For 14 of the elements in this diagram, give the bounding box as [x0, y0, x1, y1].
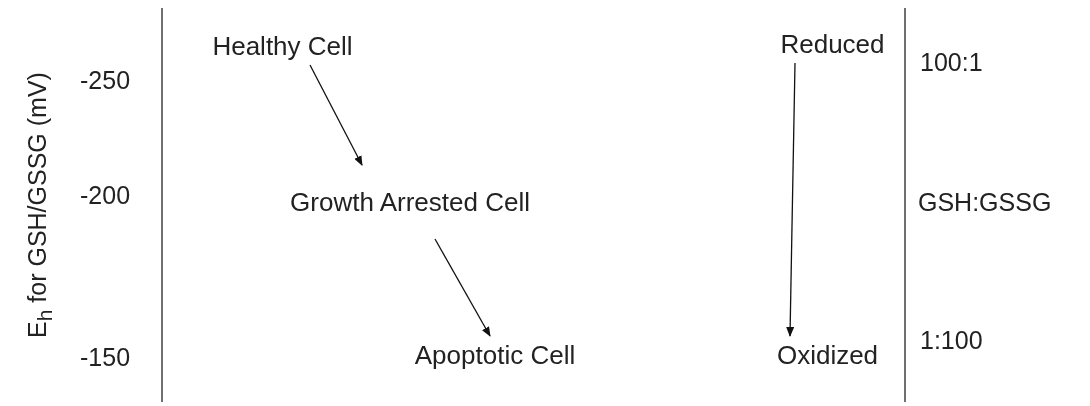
tick-value: -200	[80, 180, 131, 210]
arrow	[786, 62, 796, 337]
node-label: Reduced	[770, 25, 895, 63]
ratio-label: 1:100	[920, 325, 983, 355]
ratio-label: GSH:GSSG	[918, 187, 1052, 217]
node-label: Apoptotic Cell	[365, 336, 625, 374]
arrow	[434, 238, 491, 337]
node-label: Oxidized	[765, 336, 890, 374]
tick-value: -150	[80, 342, 131, 372]
arrow	[309, 64, 363, 166]
node-label: Healthy Cell	[195, 27, 370, 65]
ratio-label: 100:1	[920, 47, 983, 77]
tick-value: -250	[80, 65, 131, 95]
node-label: Growth Arrested Cell	[265, 165, 555, 239]
